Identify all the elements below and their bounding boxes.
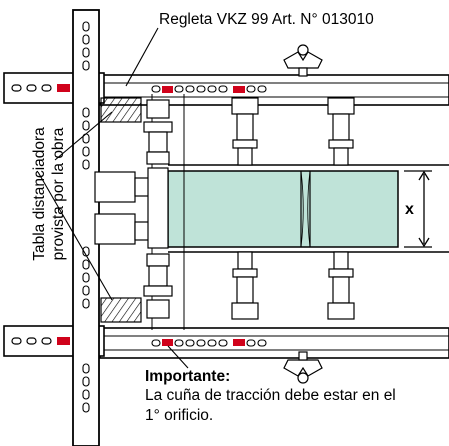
- leader-lines: [37, 27, 189, 369]
- distance-boards: [100, 97, 142, 323]
- concrete-section: [167, 170, 399, 248]
- note-text: La cuña de tracción debe estar en el 1° …: [145, 386, 445, 425]
- note-line2: 1° orificio.: [145, 406, 214, 424]
- distance-board-label-text: Tabla distanciadora provista por la obra: [30, 90, 68, 298]
- wing-nuts: [283, 44, 323, 384]
- note-line1: La cuña de tracción debe estar en el: [145, 387, 396, 404]
- note-title: Importante:: [145, 368, 231, 385]
- distance-board-label-line2: provista por la obra: [50, 127, 67, 261]
- distance-board-label-line1: Tabla distanciadora: [31, 127, 48, 261]
- distance-board-label: Tabla distanciadora provista por la obra: [10, 90, 88, 298]
- dimension-x-label: x: [405, 201, 414, 218]
- props: [94, 94, 355, 330]
- dimension-x: [404, 170, 432, 248]
- rail-label: Regleta VKZ 99 Art. N° 013010: [159, 11, 374, 28]
